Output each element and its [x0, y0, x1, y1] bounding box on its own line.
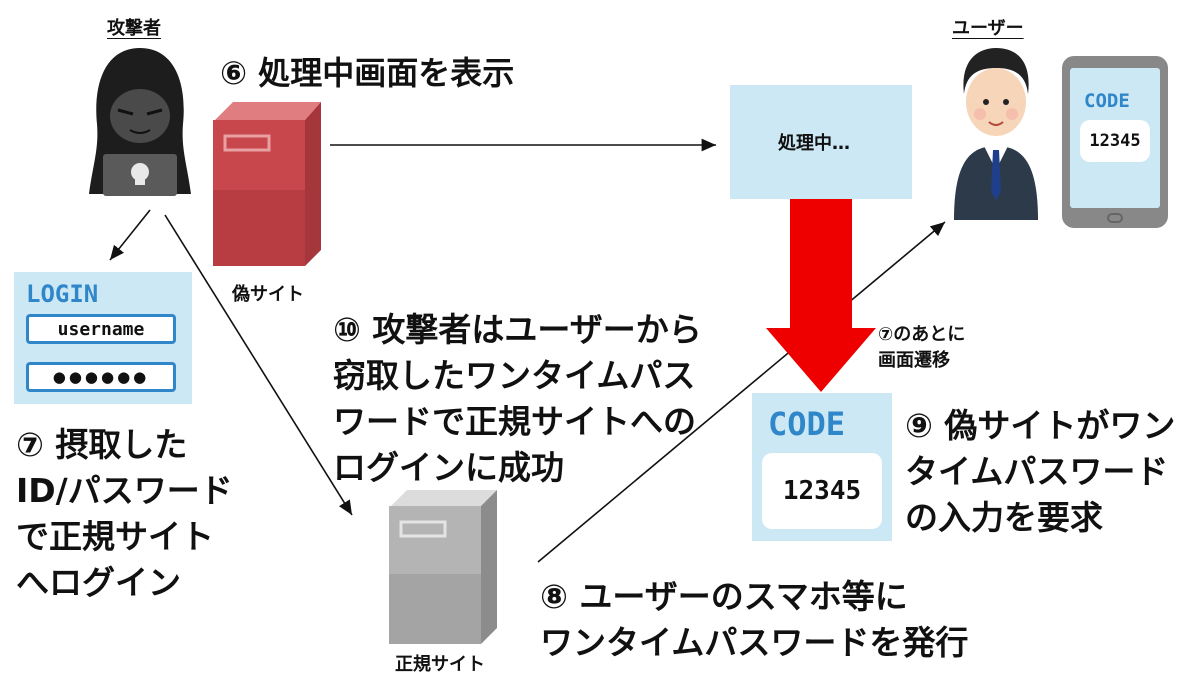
arrow-real-site-to-user — [537, 221, 946, 563]
processing-text: 処理中… — [778, 133, 850, 154]
step-7-line: ⑦ 摂取した — [16, 425, 188, 464]
step-9-text: ⑨ 偽サイトがワン タイムパスワード の入力を要求 — [905, 403, 1175, 541]
step-7-line: で正規サイト — [16, 517, 214, 556]
step-6-text: ⑥ 処理中画面を表示 — [220, 54, 515, 92]
step-8-line: ⑧ ユーザーのスマホ等に — [540, 577, 908, 616]
step-7-line: ID/パスワード — [16, 471, 233, 510]
processing-panel: 処理中… — [730, 85, 912, 199]
real-site-label: 正規サイト — [395, 654, 485, 675]
code-card-label: CODE — [768, 405, 846, 443]
login-title: LOGIN — [26, 280, 99, 308]
after-step-7-line: 画面遷移 — [878, 350, 950, 371]
arrow-attacker-to-login — [109, 209, 151, 261]
red-down-arrow — [766, 174, 876, 392]
step-7-text: ⑦ 摂取した ID/パスワード で正規サイト へログイン — [16, 422, 233, 606]
step-10-line: ワードで正規サイトへの — [333, 402, 696, 441]
step-9-line: ⑨ 偽サイトがワン — [905, 406, 1176, 445]
after-step-7-line: ⑦のあとに — [878, 324, 966, 345]
login-username-field: username — [26, 314, 176, 344]
phone-code-label: CODE — [1084, 90, 1130, 112]
step-8-text: ⑧ ユーザーのスマホ等に ワンタイムパスワードを発行 — [540, 574, 968, 666]
step-7-line: へログイン — [16, 563, 181, 602]
hacker-icon — [89, 48, 191, 196]
fake-server-icon — [213, 102, 321, 266]
attacker-label: 攻撃者 — [107, 18, 161, 39]
phone-home-button — [1107, 213, 1123, 223]
step-10-line: ログインに成功 — [333, 448, 564, 487]
code-card: CODE 12345 — [752, 393, 892, 541]
code-card-value: 12345 — [762, 453, 882, 529]
step-9-line: タイムパスワード — [905, 452, 1169, 491]
arrow-attacker-to-real-site — [164, 214, 353, 516]
user-label: ユーザー — [952, 18, 1024, 39]
login-password-field: ●●●●●● — [26, 362, 176, 392]
step-10-line: 窃取したワンタイムパス — [333, 356, 696, 395]
step-10-text: ⑩ 攻撃者はユーザーから 窃取したワンタイムパス ワードで正規サイトへの ログイ… — [333, 307, 702, 491]
real-server-icon — [389, 490, 497, 644]
fake-site-label: 偽サイト — [232, 284, 304, 305]
smartphone: CODE 12345 — [1062, 56, 1168, 228]
step-9-line: の入力を要求 — [905, 498, 1103, 537]
login-card: LOGIN username ●●●●●● — [14, 272, 192, 404]
step-10-line: ⑩ 攻撃者はユーザーから — [333, 310, 702, 349]
phone-code-value: 12345 — [1080, 120, 1150, 162]
businessman-icon — [954, 48, 1038, 220]
after-step-7-note: ⑦のあとに 画面遷移 — [878, 322, 965, 374]
step-8-line: ワンタイムパスワードを発行 — [540, 623, 969, 662]
phone-screen: CODE 12345 — [1070, 68, 1160, 208]
